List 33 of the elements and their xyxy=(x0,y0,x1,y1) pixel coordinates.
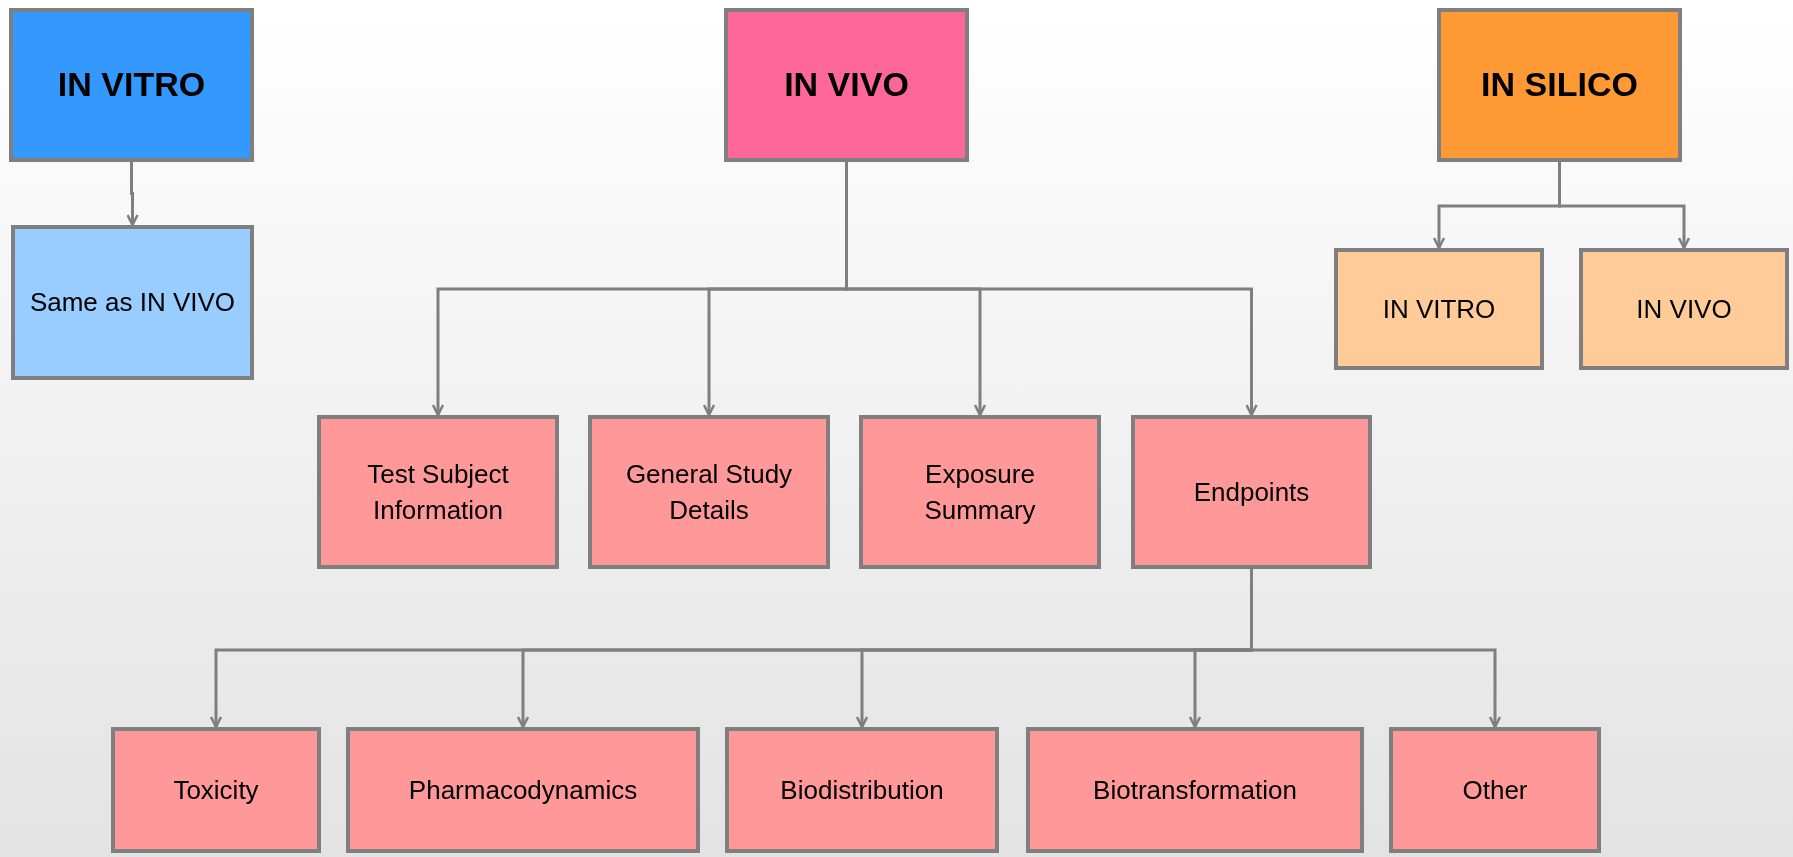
item-label: IN VITRO xyxy=(1381,292,1497,326)
category-box xyxy=(9,8,254,162)
category-label: IN VITRO xyxy=(56,64,207,106)
item-label: Pharmacodynamics xyxy=(407,773,639,807)
item-box xyxy=(317,415,559,569)
item-label: Biodistribution xyxy=(779,773,945,807)
item-box xyxy=(1026,727,1364,853)
arrow xyxy=(1250,569,1502,729)
item-box xyxy=(11,225,254,380)
category-box xyxy=(724,8,969,162)
item-label: Endpoints xyxy=(1192,475,1311,509)
item-label: Same as IN VIVO xyxy=(28,286,237,320)
item-box xyxy=(1389,727,1601,853)
item-label: Other xyxy=(1461,773,1529,807)
item-box xyxy=(725,727,999,853)
item-label: General Study Details xyxy=(624,457,794,527)
item-label: Test Subject Information xyxy=(366,457,510,527)
arrow xyxy=(1558,162,1691,250)
category-label: IN VIVO xyxy=(783,64,910,106)
item-box xyxy=(1131,415,1372,569)
arrow xyxy=(126,162,139,227)
item-box xyxy=(346,727,700,853)
item-box xyxy=(111,727,321,853)
category-box xyxy=(1437,8,1682,162)
category-label: IN SILICO xyxy=(1480,64,1639,106)
item-label: IN VIVO xyxy=(1635,292,1733,326)
item-box xyxy=(588,415,830,569)
item-box xyxy=(1334,248,1544,370)
item-label: Toxicity xyxy=(172,773,260,807)
item-box xyxy=(859,415,1101,569)
item-label: Biotransformation xyxy=(1092,773,1298,807)
item-label: Exposure Summary xyxy=(923,457,1037,527)
item-box xyxy=(1579,248,1789,370)
